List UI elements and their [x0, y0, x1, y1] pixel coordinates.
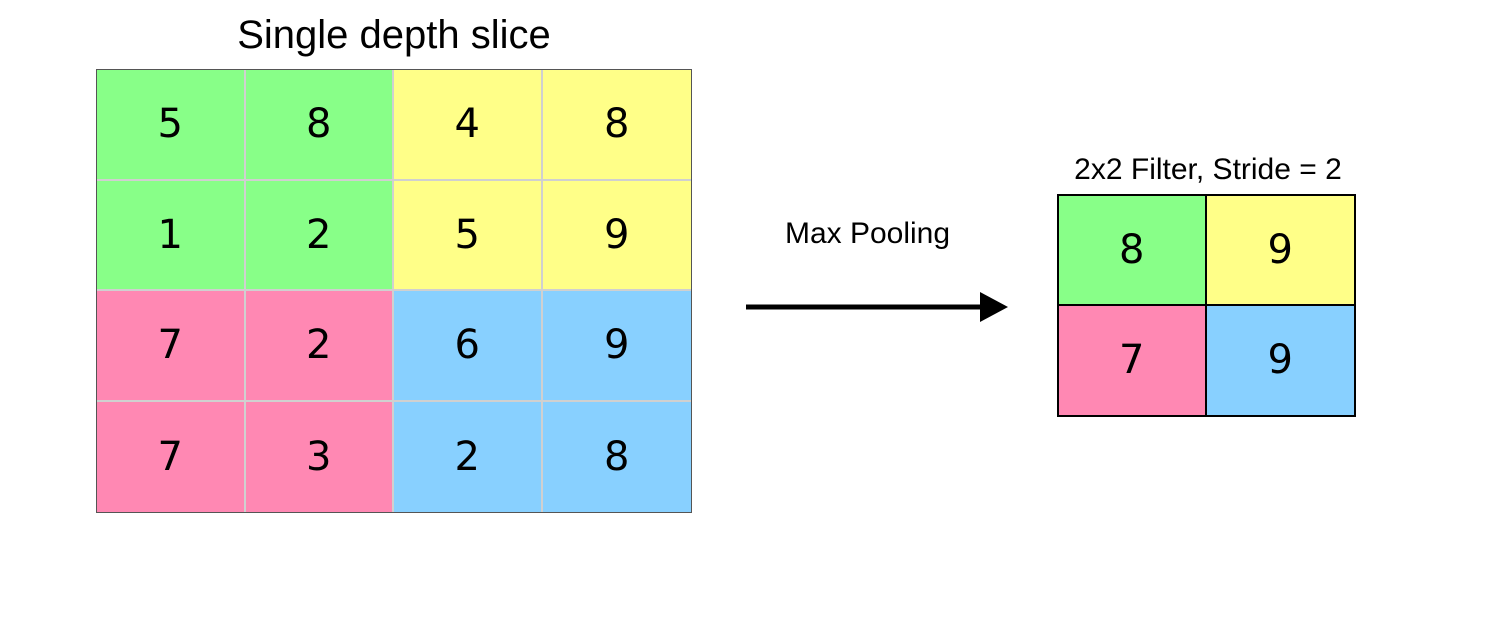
filter-label: 2x2 Filter, Stride = 2	[1074, 153, 1342, 186]
output-cell-r1c1: 8	[1059, 196, 1207, 306]
input-cell-r2c2: 2	[245, 180, 394, 291]
input-cell-r1c2: 8	[245, 70, 394, 181]
input-cell-r2c3: 5	[394, 180, 543, 291]
output-matrix: 8 9 7 9	[1057, 194, 1356, 417]
input-cell-r1c4: 8	[542, 70, 691, 181]
input-cell-r3c3: 6	[394, 291, 543, 402]
operation-label: Max Pooling	[784, 217, 951, 250]
input-cell-r1c3: 4	[394, 70, 543, 181]
input-cell-r4c4: 8	[542, 401, 691, 512]
input-cell-r3c1: 7	[97, 291, 246, 402]
input-cell-r1c1: 5	[97, 70, 246, 181]
output-cell-r1c2: 9	[1206, 196, 1354, 306]
input-cell-r4c2: 3	[245, 401, 394, 512]
output-cell-r2c2: 9	[1206, 305, 1354, 415]
output-cell-r2c1: 7	[1059, 305, 1207, 415]
input-cell-r2c1: 1	[97, 180, 246, 291]
input-cell-r3c4: 9	[542, 291, 691, 402]
input-cell-r2c4: 9	[542, 180, 691, 291]
input-matrix: 5 8 4 8 1 2 5 9 7 2 6 9 7 3 2 8	[96, 69, 692, 513]
input-cell-r4c1: 7	[97, 401, 246, 512]
diagram-title: Single depth slice	[237, 13, 551, 57]
input-cell-r4c3: 2	[394, 401, 543, 512]
right-arrow-icon	[746, 292, 1008, 322]
input-cell-r3c2: 2	[245, 291, 394, 402]
